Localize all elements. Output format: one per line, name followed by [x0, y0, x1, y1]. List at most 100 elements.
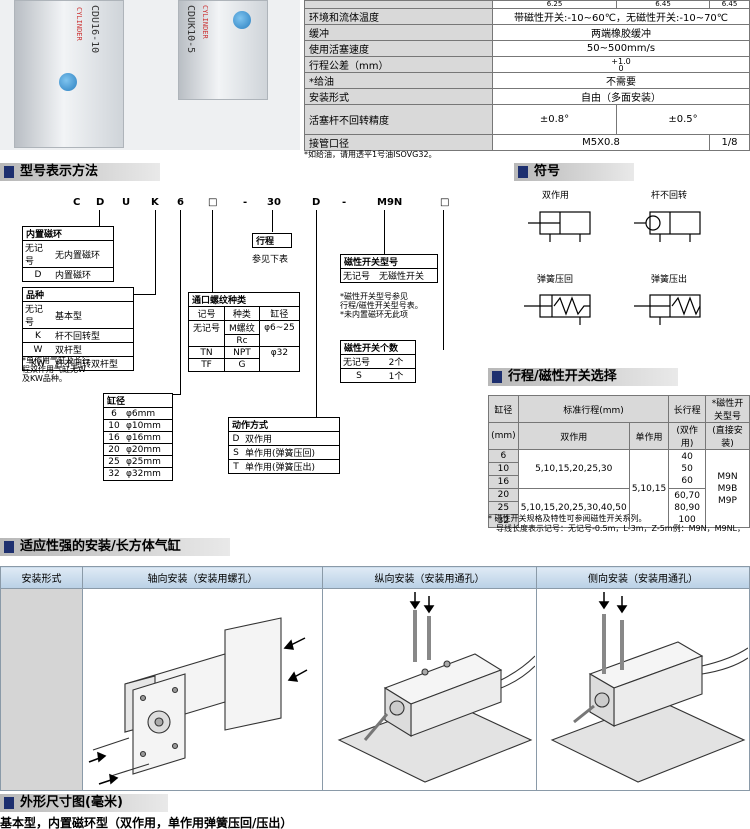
- side-mount-drawing: [550, 592, 749, 783]
- table-header: *磁性开关型号: [704, 395, 750, 423]
- table-cell: 无记号: [23, 240, 53, 268]
- switch-type-notes: *磁性开关型号参见 行程/磁性开关型号表。 *未内置磁环无此项: [340, 292, 423, 319]
- note-line: *未内置磁环无此项: [340, 310, 408, 319]
- model-letter: C: [73, 197, 81, 208]
- table-cell: φ25mm: [124, 455, 172, 468]
- spec-value: 6.25: [492, 0, 617, 9]
- table-row: 10: [488, 462, 750, 476]
- spec-value: +1.0 0: [492, 56, 750, 73]
- bore-cell: 10: [488, 462, 519, 476]
- table-cell: φ16mm: [124, 431, 172, 444]
- table-cell: 杆不回转双杆型: [53, 356, 133, 370]
- connector-line: [316, 210, 317, 422]
- spec-row: 活塞杆不回转精度 ±0.8° ±0.5°: [304, 104, 750, 135]
- box-title: 磁性开关型号: [344, 258, 399, 268]
- dims-subtitle: 基本型，内置磁环型（双作用，单作用弹簧压回/压出）: [0, 816, 293, 829]
- spec-value: 自由（多面安装）: [492, 88, 750, 105]
- spec-row: 使用活塞速度 50~500mm/s: [304, 40, 750, 57]
- port-thread-table: 记号 种类 缸径 无记号 M螺纹 φ6~25 Rc TN NPT φ32 TF …: [189, 306, 299, 371]
- note-line: 程双作用气缸无W: [22, 365, 86, 374]
- mount-axial-cell: [82, 588, 323, 791]
- box-title: 磁性开关个数: [344, 344, 399, 354]
- tolerance-lower: 0: [618, 63, 624, 73]
- table-cell: M螺纹: [224, 320, 260, 335]
- note-line: 及KW品种。: [22, 374, 67, 383]
- bore-cell: 32: [488, 514, 519, 528]
- table-header: (双作用): [668, 422, 706, 450]
- table-cell: φ6mm: [124, 407, 172, 420]
- table-cell: NPT: [224, 346, 260, 359]
- spec-row: 接管口径 M5X0.8 1/8: [304, 134, 750, 151]
- note-line: 行程/磁性开关型号表。: [340, 301, 423, 310]
- spec-table: 6.25 6.45 6.45 环境和流体温度 带磁性开关:-10~60℃，无磁性…: [304, 0, 750, 151]
- table-row: Rc: [189, 334, 299, 347]
- mount-table: 安装形式 轴向安装（安装用螺孔） 纵向安装（安装用通孔） 侧向安装（安装用通孔）: [0, 566, 750, 791]
- table-cell: φ10mm: [124, 419, 172, 432]
- model-letter: U: [122, 197, 131, 208]
- mount-header: 安装形式: [0, 566, 83, 589]
- spec-row: 环境和流体温度 带磁性开关:-10~60℃，无磁性开关:-10~70℃: [304, 8, 750, 25]
- switch-type-box: 磁性开关型号 无记号无磁性开关: [340, 254, 438, 283]
- stroke-box-sub: 参见下表: [252, 255, 289, 265]
- connector-line: [443, 210, 444, 350]
- spec-value: M5X0.8: [492, 134, 710, 151]
- table-header: 缸径: [258, 306, 299, 321]
- model-letter: -: [243, 197, 248, 208]
- model-letter: □: [440, 197, 450, 208]
- spec-value: ±0.5°: [616, 104, 750, 135]
- table-row: 无记号 M螺纹 φ6~25: [189, 320, 299, 335]
- table-cell: 单作用(弹簧压回): [243, 445, 339, 460]
- box-title: 通口螺纹种类: [192, 296, 247, 306]
- table-row: 16: [488, 475, 750, 489]
- table-row: TF G: [189, 358, 299, 371]
- spec-key: 活塞杆不回转精度: [304, 104, 493, 135]
- stroke-table: 缸径 标准行程(mm) 长行程 *磁性开关型号 (mm) 双作用 单作用 (双作…: [488, 395, 750, 528]
- spec-row: 行程公差（mm） +1.0 0: [304, 56, 750, 73]
- table-row: 20 5,10,15,20,25,30,40,50 60,70 80,90 10…: [488, 488, 750, 528]
- spec-key: 缓冲: [304, 24, 493, 41]
- stroke-box: 行程: [252, 233, 292, 248]
- spec-row: 安装形式 自由（多面安装）: [304, 88, 750, 105]
- table-row: 无记号无内置磁环: [23, 240, 113, 268]
- section-title-mount: 适应性强的安装/长方体气缸: [0, 538, 230, 556]
- table-cell: 双杆型: [53, 342, 133, 357]
- std-single: 5,10,15: [628, 449, 670, 528]
- model-letter: 30: [267, 197, 281, 208]
- spec-value: ±0.8°: [492, 104, 617, 135]
- long-stroke-a: 40 50 60: [668, 449, 706, 489]
- table-cell: 32: [104, 467, 124, 480]
- table-cell: 无记号: [23, 301, 53, 329]
- connector-line: [272, 210, 273, 232]
- longitudinal-mount-drawing: [337, 592, 535, 783]
- model-letter: D: [96, 197, 105, 208]
- table-cell: 基本型: [53, 301, 133, 329]
- table-cell: 无记号: [341, 268, 377, 282]
- spec-value: 6.45: [616, 0, 710, 9]
- model-letter: 6: [177, 197, 184, 208]
- table-cell: TF: [189, 358, 225, 371]
- table-cell: 无磁性开关: [377, 268, 437, 282]
- table-cell: φ32: [258, 346, 299, 359]
- cylinder-label-right: CDUK10-5: [185, 5, 196, 54]
- model-letter: K: [151, 197, 159, 208]
- spec-row: *给油 不需要: [304, 72, 750, 89]
- note-line: * 磁性开关规格及特性可参阅磁性开关系列。: [488, 514, 647, 523]
- bore-cell: 16: [488, 475, 519, 489]
- spring-return-symbol: [524, 294, 591, 325]
- table-cell: [258, 358, 299, 371]
- table-cell: 20: [104, 443, 124, 456]
- table-cell: 1个: [377, 368, 415, 382]
- table-header: 种类: [224, 306, 260, 321]
- table-header: 标准行程(mm): [517, 395, 670, 423]
- bore-cell: 6: [488, 449, 519, 463]
